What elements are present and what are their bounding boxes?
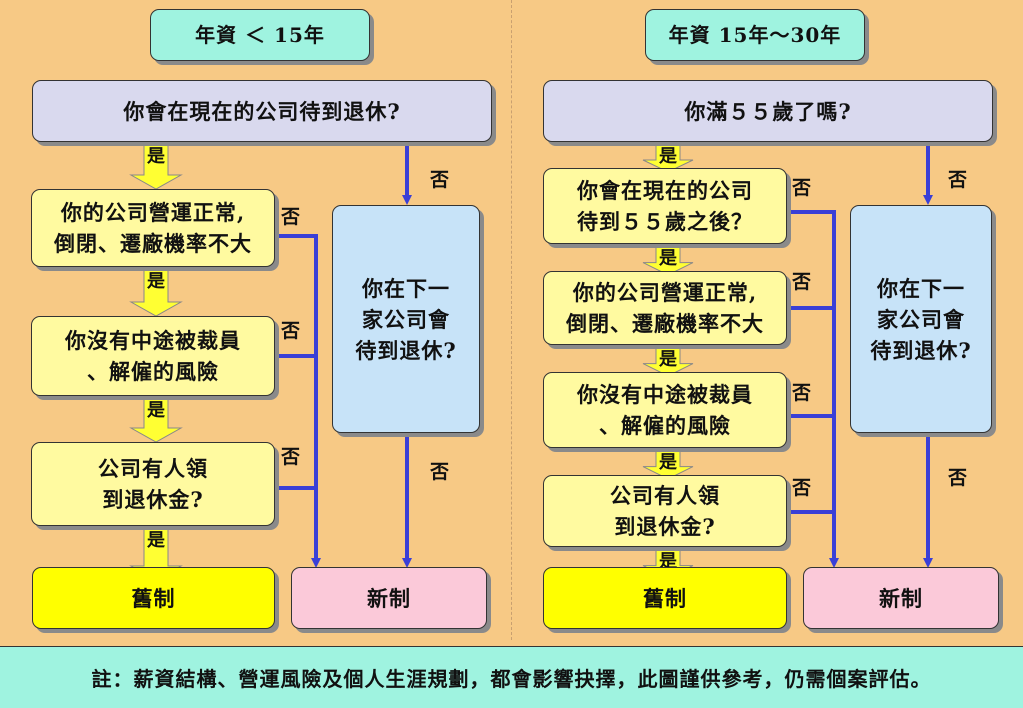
left-next-company-question: 你在下一家公司會待到退休? (332, 205, 480, 433)
yes-arrow-right-3 (642, 344, 694, 377)
right-next-line1: 你在下一 (877, 275, 965, 301)
left-pension-question: 公司有人領到退休金? (31, 442, 275, 526)
left-layoff-line2: 、解僱的風險 (87, 359, 219, 384)
no-label-pension-left: 否 (281, 446, 301, 468)
left-main-question: 你會在現在的公司待到退休? (32, 80, 492, 142)
yes-arrow-left-3 (129, 395, 183, 443)
left-company-question: 你的公司營運正常, 倒閉、遷廠機率不大 (31, 189, 275, 267)
right-result-old: 舊制 (543, 567, 787, 629)
no-label-layoff-right: 否 (792, 382, 812, 404)
right-layoff-line2: 、解僱的風險 (599, 413, 731, 438)
no-label-pension-right: 否 (792, 477, 812, 499)
right-next-line3: 待到退休? (870, 337, 972, 363)
left-pension-line2: 到退休金? (102, 487, 204, 512)
no-connectors-left (275, 142, 412, 568)
yes-arrow-right-4 (642, 447, 694, 480)
no-label-next-left: 否 (430, 461, 450, 483)
yes-arrow-left-3-label: 是 (146, 400, 165, 421)
left-next-line1: 你在下一 (362, 275, 450, 301)
right-company-line2: 倒閉、遷廠機率不大 (566, 311, 764, 336)
no-connectors-right (787, 142, 933, 568)
right-stay-line2: 待到５５歲之後？ (577, 209, 753, 234)
yes-arrow-right-4-label: 是 (658, 452, 677, 473)
right-next-line2: 家公司會 (877, 306, 965, 332)
left-layoff-question: 你沒有中途被裁員、解僱的風險 (31, 316, 275, 396)
left-company-line2: 倒閉、遷廠機率不大 (54, 231, 252, 256)
left-pension-line1: 公司有人領 (98, 456, 208, 481)
left-company-line1: 你的公司營運正常, (60, 200, 246, 225)
left-result-new: 新制 (291, 567, 487, 629)
no-line-stay-right (787, 210, 839, 568)
right-stay-question: 你會在現在的公司待到５５歲之後？ (543, 168, 787, 244)
yes-arrow-right-2-label: 是 (658, 248, 677, 269)
left-next-line3: 待到退休? (355, 337, 457, 363)
left-next-line2: 家公司會 (362, 306, 450, 332)
no-label-company-right: 否 (792, 271, 812, 293)
yes-arrow-right-5-label: 是 (658, 551, 677, 572)
yes-arrow-left-1 (129, 141, 183, 190)
no-line-company-left (275, 234, 321, 568)
no-label-main-left: 否 (430, 169, 450, 191)
yes-arrow-left-4-label: 是 (146, 530, 165, 551)
right-company-question: 你的公司營運正常, 倒閉、遷廠機率不大 (543, 271, 787, 345)
yes-arrow-right-3-label: 是 (658, 349, 677, 370)
column-divider (511, 0, 512, 640)
right-layoff-question: 你沒有中途被裁員、解僱的風險 (543, 372, 787, 448)
yes-arrow-left-2-label: 是 (146, 271, 165, 292)
yes-arrow-right-1-label: 是 (658, 146, 677, 167)
right-result-new: 新制 (803, 567, 999, 629)
left-layoff-line1: 你沒有中途被裁員 (65, 328, 241, 353)
right-main-question: 你滿５５歲了嗎? (543, 80, 993, 142)
right-layoff-line1: 你沒有中途被裁員 (577, 382, 753, 407)
right-next-company-question: 你在下一家公司會待到退休? (850, 205, 992, 433)
right-title: 年資 15年～30年 (645, 9, 865, 61)
right-company-line1: 你的公司營運正常, (572, 280, 758, 305)
right-pension-question: 公司有人領到退休金? (543, 475, 787, 547)
yes-arrow-left-2 (129, 266, 183, 317)
no-label-stay-right: 否 (792, 177, 812, 199)
left-title: 年資 ＜ 15年 (150, 9, 370, 61)
left-result-old: 舊制 (32, 567, 275, 629)
yes-arrow-left-1-label: 是 (146, 146, 165, 167)
no-label-layoff-left: 否 (281, 320, 301, 342)
no-label-next-right: 否 (948, 467, 968, 489)
footnote: 註：薪資結構、營運風險及個人生涯規劃，都會影響抉擇，此圖謹供參考，仍需個案評估。 (0, 646, 1023, 708)
no-label-main-right: 否 (948, 169, 968, 191)
right-pension-line2: 到退休金? (614, 514, 716, 539)
yes-arrow-right-2 (642, 243, 694, 276)
right-pension-line1: 公司有人領 (610, 483, 720, 508)
no-label-company-left: 否 (281, 206, 301, 228)
right-stay-line1: 你會在現在的公司 (577, 178, 753, 203)
yes-arrow-right-1 (642, 141, 694, 173)
